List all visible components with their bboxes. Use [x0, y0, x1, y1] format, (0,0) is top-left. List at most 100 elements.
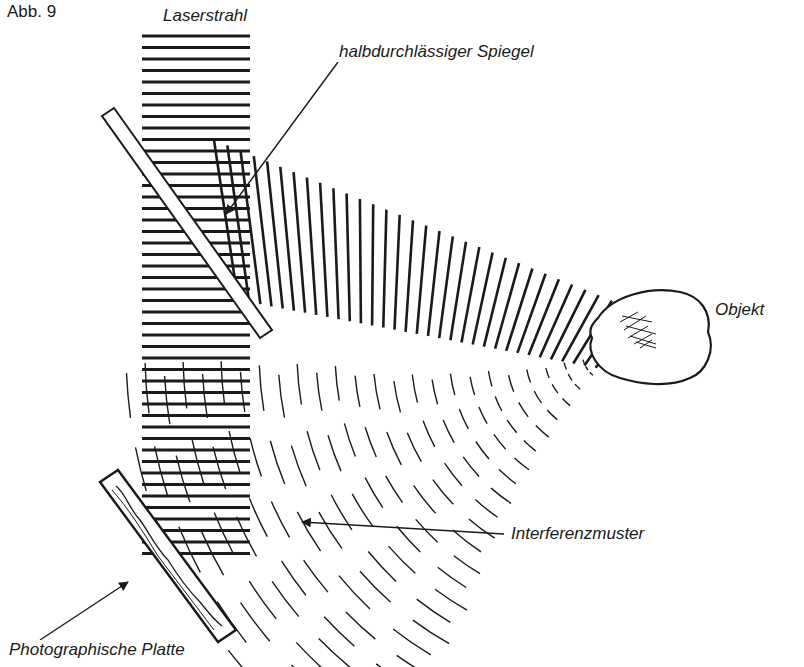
beam-stroke [517, 274, 545, 353]
wavefront-arc [249, 581, 276, 619]
beam-stroke [473, 252, 493, 344]
plate-label: Photographische Platte [6, 640, 188, 660]
wavefront-arc [568, 374, 572, 380]
wavefront-arc [365, 478, 383, 508]
wavefront-arc [546, 368, 549, 378]
wavefront-arc [352, 494, 373, 526]
beam-stroke [428, 231, 440, 336]
wavefront-arc [136, 447, 147, 491]
beam-stroke [142, 115, 250, 118]
beam-stroke [142, 414, 250, 417]
wavefront-arc [145, 363, 149, 413]
beam-stroke [294, 172, 306, 313]
wavefront-arc [583, 360, 584, 364]
beam-stroke [142, 518, 250, 521]
mirror-label: halbdurchlässiger Spiegel [336, 42, 537, 62]
wavefront-arc [386, 476, 403, 503]
wavefront-arc [454, 556, 480, 574]
wavefront-arc [453, 530, 481, 552]
beam-stroke [142, 311, 250, 314]
beam-stroke [142, 35, 250, 38]
wavefront-arc [412, 375, 417, 403]
object-label: Objekt [712, 300, 767, 320]
wavefront-arc [414, 485, 436, 513]
wavefront-arc [324, 617, 354, 647]
wavefront-arc [272, 581, 299, 616]
wavefront-arc [296, 642, 329, 667]
wavefront-arc [229, 431, 240, 472]
wavefront-arc [307, 431, 320, 470]
beam-stroke [395, 215, 400, 330]
beam-stroke [142, 104, 250, 107]
beam-stroke [142, 495, 250, 498]
beam-stroke [320, 183, 327, 317]
photographic-plate [100, 470, 236, 642]
wavefront-arc [214, 513, 234, 555]
wavefront-arc [476, 442, 489, 460]
leader-lines [40, 62, 504, 640]
object [590, 290, 710, 384]
beam-stroke [142, 506, 250, 509]
wavefront-arc [127, 373, 131, 418]
wavefront-arc [241, 372, 245, 412]
beam-stroke [241, 151, 261, 305]
beam-stroke [307, 178, 316, 315]
wavefront-arc [413, 620, 449, 644]
wavefront-arc [407, 433, 421, 462]
beam-label: Laserstrahl [160, 6, 250, 26]
beam-stroke [333, 188, 338, 319]
wavefront-arc [394, 381, 401, 412]
beam-stroke [142, 207, 250, 210]
wavefront-arc [417, 599, 451, 622]
wavefront-arc [463, 457, 479, 477]
beam-stroke [439, 236, 453, 338]
wavefront-arc [319, 639, 352, 667]
wavefront-arc [575, 384, 580, 389]
wavefront-arc [355, 376, 360, 407]
beam-stroke [142, 253, 250, 256]
wavefront-arc [317, 373, 322, 411]
wavefront-arc [297, 512, 320, 551]
wavefront-arc [397, 526, 421, 552]
wavefront-arc [450, 374, 454, 395]
wavefront-arc [495, 397, 502, 411]
wavefront-arc [376, 664, 411, 667]
beam-stroke [347, 194, 350, 322]
wavefront-arc [297, 364, 301, 405]
beam-stroke [142, 483, 250, 486]
beam-stroke [142, 322, 250, 325]
wavefront-arc [536, 426, 549, 438]
beam-stroke [142, 161, 250, 164]
wavefront-arc [491, 488, 511, 503]
beam-stroke [142, 219, 250, 222]
wavefront-arc [328, 435, 341, 471]
wavefront-arc [271, 502, 289, 538]
wavefront-arc [282, 561, 306, 595]
beam-stroke [142, 127, 250, 130]
wavefront-arc [423, 421, 435, 447]
beam-stroke [267, 161, 283, 308]
beam-stroke [142, 69, 250, 72]
wavefront-arc [368, 552, 396, 582]
wavefront-arc [564, 363, 566, 370]
wavefront-arc [470, 377, 475, 395]
wavefront-arc [524, 441, 536, 452]
beam-stroke [142, 334, 250, 337]
wavefront-arc [183, 362, 187, 408]
wavefront-arc [499, 470, 516, 484]
wavefront-arc [534, 391, 541, 403]
wavefront-arc [213, 447, 226, 489]
wavefront-arc [445, 463, 462, 486]
pattern-label: Interferenzmuster [508, 524, 647, 544]
wavefront-arc [259, 365, 264, 411]
wavefront-arc [435, 589, 467, 610]
wavefront-arc [393, 629, 431, 655]
wavefront-arc [552, 384, 558, 393]
beam-stroke [360, 199, 361, 323]
beam-stroke [142, 81, 250, 84]
wavefront-arc [344, 423, 355, 456]
wavefront-arc [527, 369, 531, 382]
beam-stroke [417, 226, 426, 334]
wavefront-arc [346, 612, 376, 639]
